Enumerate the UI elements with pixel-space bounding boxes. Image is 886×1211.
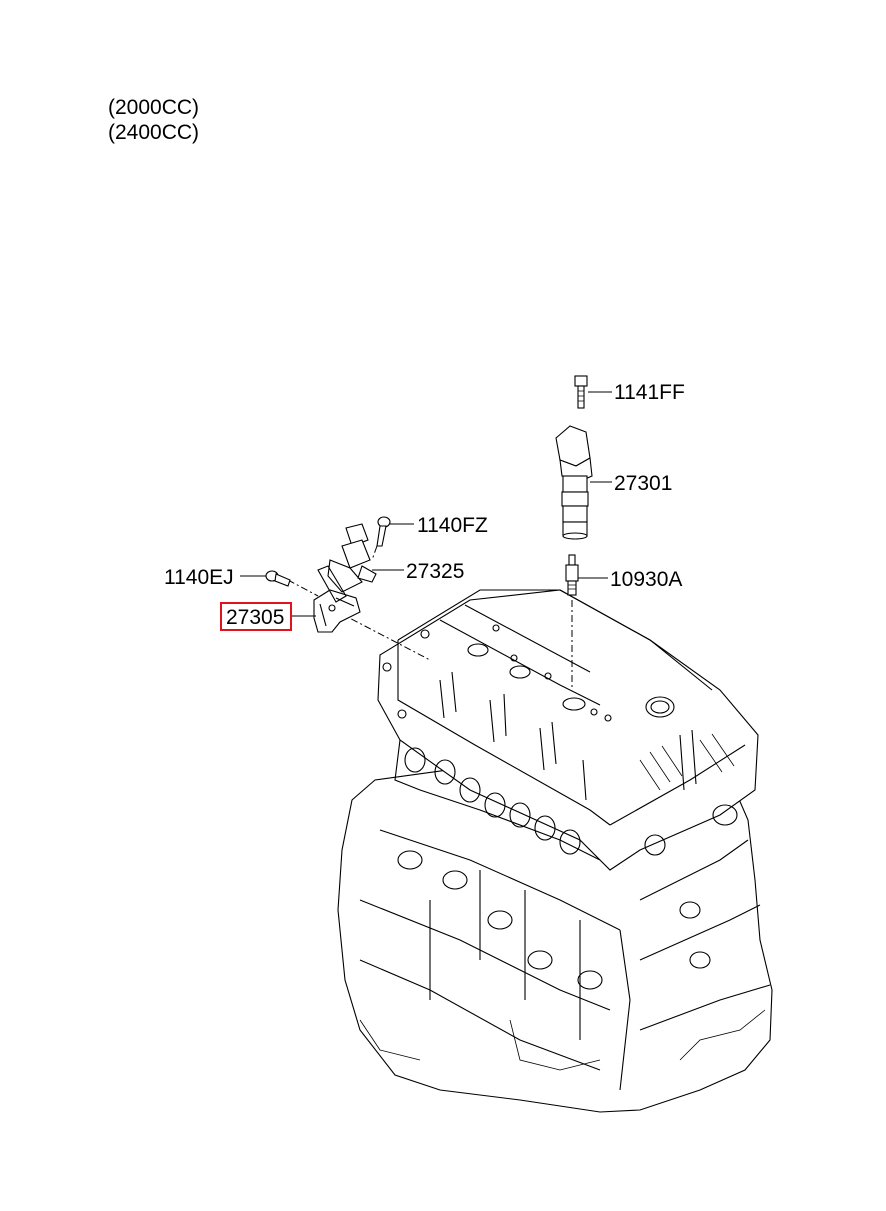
- engine-variant-2400cc: (2400CC): [108, 121, 200, 144]
- bracket-to-head-line: [337, 611, 431, 661]
- highlight-box: [220, 602, 292, 631]
- callout-10930a: 10930A: [610, 568, 682, 591]
- bracket-part: [313, 565, 361, 633]
- coil-bolt-part: [574, 375, 588, 409]
- bracket-bolt-part: [265, 570, 291, 587]
- sensor-part: [327, 523, 377, 593]
- callout-1140fz: 1140FZ: [417, 514, 488, 537]
- sensor-bolt-part: [376, 516, 391, 547]
- ignition-coil-part: [555, 425, 593, 540]
- callout-1140ej: 1140EJ: [164, 566, 234, 589]
- engine-assembly: [337, 589, 773, 1113]
- bolt-bracket-axis-line: [287, 579, 319, 597]
- spark-plug-part: [565, 554, 579, 596]
- engine-variant-2000cc: (2000CC): [108, 96, 200, 119]
- callout-27301: 27301: [614, 472, 672, 495]
- callout-27305[interactable]: 27305: [226, 606, 284, 629]
- callout-1141ff: 1141FF: [614, 381, 685, 404]
- callout-27325: 27325: [406, 560, 464, 583]
